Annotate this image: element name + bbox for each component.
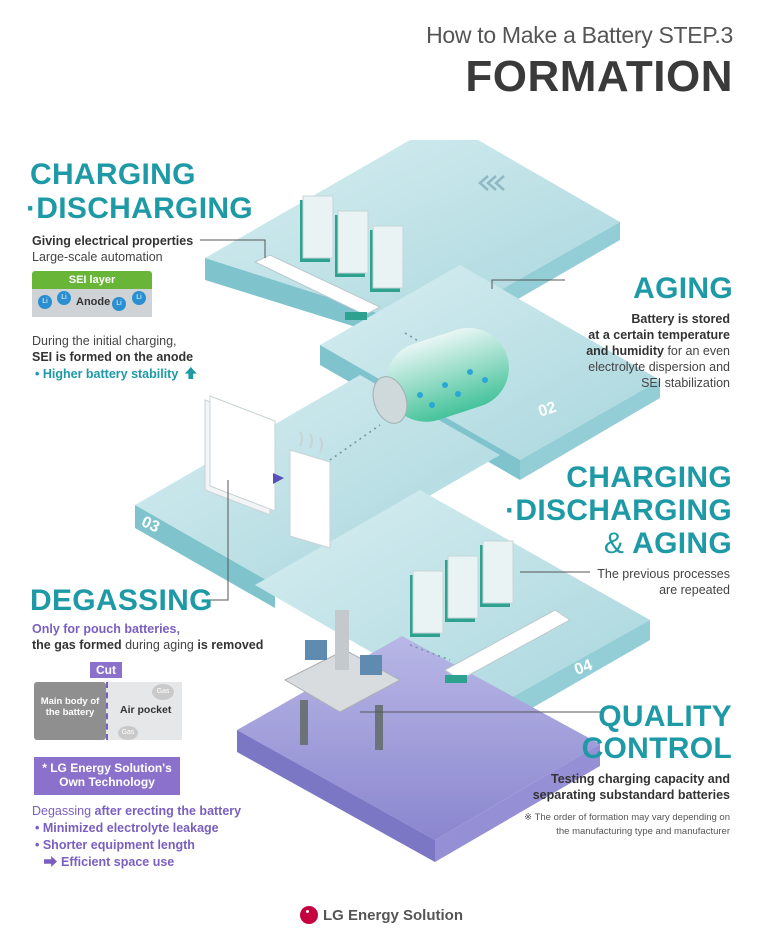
gas-bubble-icon: Gas xyxy=(118,726,138,740)
charging-note-line1: During the initial charging, xyxy=(32,334,177,348)
degassing-bullet2: • Shorter equipment length xyxy=(35,838,195,852)
step-number-01: 01 xyxy=(190,310,212,332)
degassing-after-bold: after erecting the battery xyxy=(94,804,242,818)
main-body-block: Main body of the battery xyxy=(34,682,106,740)
sei-diagram: SEI layer Li Li Anode Li Li xyxy=(32,271,152,319)
arrow-right-icon xyxy=(44,856,57,867)
aging-title: AGING xyxy=(633,272,733,305)
qc-title-line1: QUALITY xyxy=(598,700,732,733)
degassing-line2-bold1: the gas formed xyxy=(32,638,122,652)
arrow-up-icon xyxy=(184,367,197,379)
aging-line4: electrolyte dispersion and xyxy=(588,360,730,374)
degassing-bullet1: • Minimized electrolyte leakage xyxy=(35,821,219,835)
page-subtitle: How to Make a Battery STEP.3 xyxy=(426,22,733,48)
pouch-degassing-diagram: Cut Main body of the battery Air pocket … xyxy=(34,662,184,744)
flow-chevrons-icon xyxy=(478,175,505,191)
degassing-bullet3: Efficient space use xyxy=(44,854,174,870)
qc-desc1: Testing charging capacity and xyxy=(551,772,730,786)
gas-bubble-icon: Gas xyxy=(152,684,174,700)
charging-desc-bold: Giving electrical properties xyxy=(32,234,194,248)
cda-desc1: The previous processes xyxy=(597,567,730,581)
cda-title-line3: &AGING xyxy=(480,527,732,561)
step-number-02: 02 xyxy=(536,399,558,421)
step-number-03: 03 xyxy=(139,513,162,536)
aging-cylinder xyxy=(372,327,509,424)
brand-name: LG Energy Solution xyxy=(323,906,464,924)
cda-desc2: are repeated xyxy=(659,583,730,597)
charging-racks-top xyxy=(253,195,404,320)
page-title: FORMATION xyxy=(465,52,733,101)
li-ion-icon: Li xyxy=(38,295,52,309)
qc-title-line2: CONTROL xyxy=(581,732,732,765)
degassing-after-line: Degassing after erecting the battery xyxy=(32,803,241,819)
qc-note1: ※ The order of formation may vary depend… xyxy=(524,812,730,823)
anode-block: Li Li Anode Li Li xyxy=(32,289,152,317)
qc-station xyxy=(283,610,402,750)
cda-aging: AGING xyxy=(632,527,732,560)
qc-floor-side xyxy=(237,730,435,862)
cda-title-line2: ·DISCHARGING xyxy=(505,494,732,527)
degassing-bullet3-text: Efficient space use xyxy=(61,855,175,869)
air-pocket-label: Air pocket xyxy=(120,704,172,716)
qc-desc2: separating substandard batteries xyxy=(532,788,730,802)
degassing-title: DEGASSING xyxy=(30,584,213,617)
degassing-after-plain: Degassing xyxy=(32,804,95,818)
tech-badge-line1: * LG Energy Solution's xyxy=(42,761,172,775)
li-ion-icon: Li xyxy=(57,291,71,305)
degassing-line2-bold2: is removed xyxy=(197,638,264,652)
charging-title-line2: ·DISCHARGING xyxy=(26,192,253,225)
cda-amp: & xyxy=(603,527,625,560)
aging-line5: SEI stabilization xyxy=(641,376,730,390)
lg-tech-badge: * LG Energy Solution's Own Technology xyxy=(34,757,180,795)
brand-logo: LG Energy Solution xyxy=(300,904,463,926)
anode-label: Anode xyxy=(76,296,111,308)
step-number-04: 04 xyxy=(572,657,595,679)
charging-benefit-text: • Higher battery stability xyxy=(35,367,179,381)
qc-note2: the manufacturing type and manufacturer xyxy=(556,826,730,837)
charging-title-line1: CHARGING xyxy=(30,158,196,191)
air-pocket-block: Air pocket Gas Gas xyxy=(106,682,182,740)
cut-label: Cut xyxy=(90,662,122,678)
degassing-line2: the gas formed during aging is removed xyxy=(32,637,263,653)
tech-badge-line2: Own Technology xyxy=(59,775,155,789)
aging-line3-bold: and humidity xyxy=(586,344,664,358)
aging-line2: at a certain temperature xyxy=(588,328,730,342)
charging-racks-04 xyxy=(410,540,571,683)
lg-logo-icon xyxy=(300,906,318,924)
degassing-violet-line: Only for pouch batteries, xyxy=(32,622,180,636)
li-ion-icon: Li xyxy=(132,291,146,305)
main-body-label: Main body of the battery xyxy=(40,696,100,718)
degassing-line2-mid: during aging xyxy=(121,638,198,652)
charging-note-line2: SEI is formed on the anode xyxy=(32,350,194,364)
sei-layer-label: SEI layer xyxy=(32,271,152,289)
aging-line1: Battery is stored xyxy=(631,312,730,326)
li-ion-icon: Li xyxy=(112,297,126,311)
charging-desc: Large-scale automation xyxy=(32,250,163,264)
pouch-battery-panels xyxy=(204,395,331,549)
charging-benefit: • Higher battery stability xyxy=(35,366,197,382)
aging-line3-rest: for an even xyxy=(663,344,730,358)
aging-line3: and humidity for an even xyxy=(520,343,730,359)
cda-title-line1: CHARGING xyxy=(566,461,732,494)
